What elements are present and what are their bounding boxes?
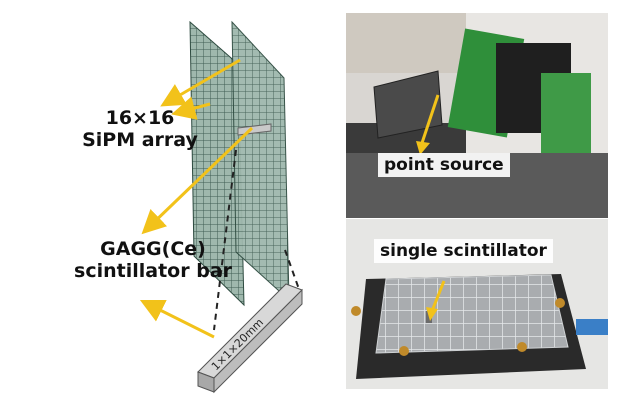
- arrow-short-array: [171, 96, 211, 120]
- scintillator-bar: [197, 283, 303, 394]
- single-scintillator-arrow: [430, 280, 446, 312]
- annotation-arrows: [139, 58, 254, 339]
- setup-photos: point source single scintillator: [346, 13, 608, 389]
- arrow-from-bar: [139, 299, 215, 339]
- array-label-line2: SiPM array: [82, 129, 198, 151]
- guide-line-right: [284, 249, 301, 293]
- point-source-label: point source: [378, 153, 510, 177]
- crystal-label-line2: scintillator bar: [74, 260, 232, 282]
- arrow-to-crystal-label: [141, 126, 254, 235]
- guide-line-left: [213, 149, 237, 331]
- array-label: 16×16 SiPM array: [80, 107, 200, 151]
- schematic-drawing: 1×1×20mm: [139, 20, 303, 394]
- point-source-photo: [346, 13, 608, 218]
- crystal-label-line1: GAGG(Ce): [100, 238, 206, 260]
- arrow-to-array-label: [160, 58, 241, 107]
- array-label-line1: 16×16: [105, 107, 175, 129]
- detector-schematic: 1×1×20mm 16×16 SiPM array GAGG(Ce) scint…: [58, 20, 303, 394]
- crystal-label: GAGG(Ce) scintillator bar: [58, 238, 248, 282]
- point-source-arrow: [420, 94, 440, 144]
- single-scintillator-label: single scintillator: [374, 239, 553, 263]
